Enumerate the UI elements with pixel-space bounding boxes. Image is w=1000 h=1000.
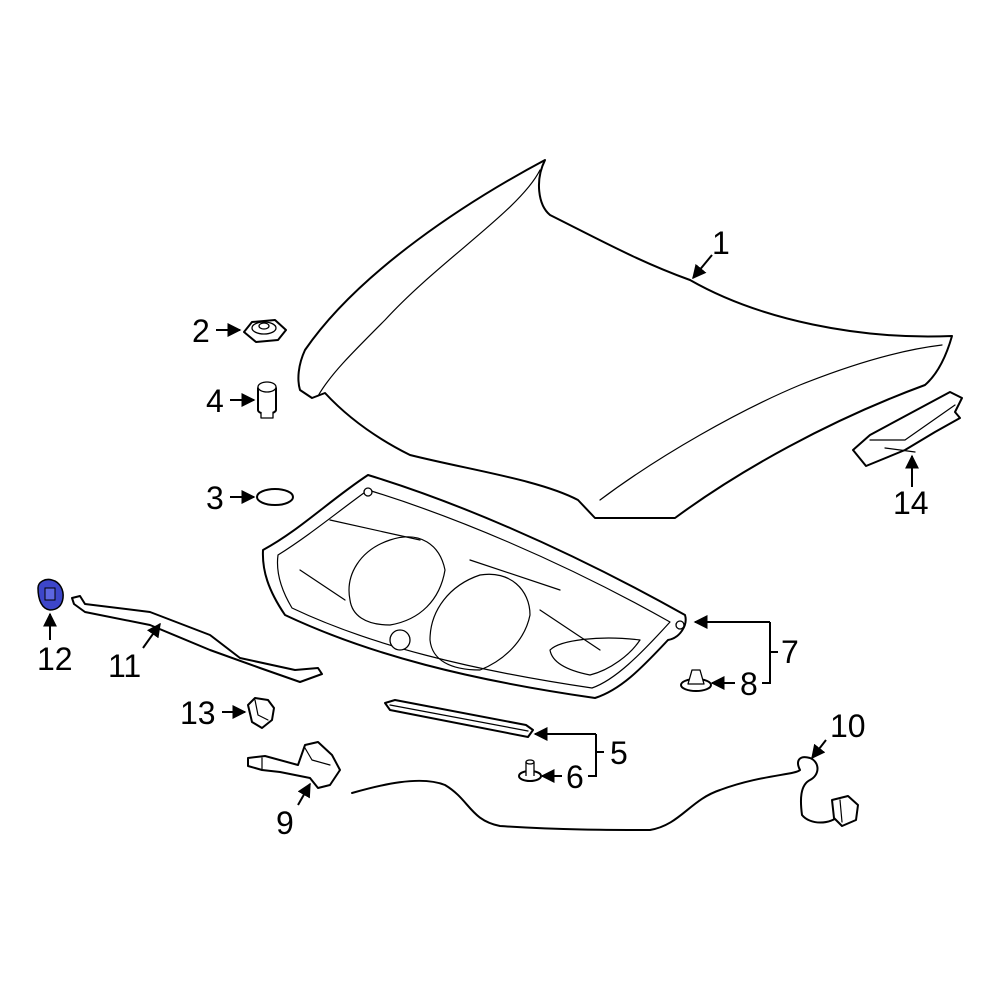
latch-bracket[interactable] <box>247 697 275 729</box>
callout-1: 1 <box>712 225 730 261</box>
callout-9: 9 <box>276 805 294 841</box>
callout-11: 11 <box>108 648 141 684</box>
release-cable[interactable] <box>351 756 859 831</box>
hood-latch[interactable] <box>247 741 341 789</box>
hood-weatherstrip[interactable] <box>384 699 534 738</box>
hood-trim[interactable] <box>852 391 963 467</box>
callout-8: 8 <box>740 666 758 702</box>
callout-14: 14 <box>893 485 929 521</box>
hood-support-rod[interactable] <box>71 595 323 683</box>
callout-4: 4 <box>206 383 224 419</box>
callout-6: 6 <box>566 759 584 795</box>
callout-7: 7 <box>781 634 799 670</box>
hood-panel[interactable] <box>297 159 953 519</box>
callout-5: 5 <box>610 735 628 771</box>
callout-10: 10 <box>830 708 866 744</box>
hood-adjuster[interactable] <box>257 381 277 419</box>
callout-3: 3 <box>206 480 224 516</box>
grommet[interactable] <box>256 488 294 506</box>
callout-13: 13 <box>180 695 216 731</box>
callout-12: 12 <box>37 641 73 677</box>
callout-2: 2 <box>192 313 210 349</box>
weatherstrip-clip[interactable] <box>518 759 542 782</box>
support-rod-clip[interactable] <box>37 578 64 611</box>
bumper-stop[interactable] <box>243 319 287 343</box>
insulator-retainer[interactable] <box>680 669 712 692</box>
leader-lines <box>43 254 919 806</box>
hood-insulator[interactable] <box>261 474 687 699</box>
